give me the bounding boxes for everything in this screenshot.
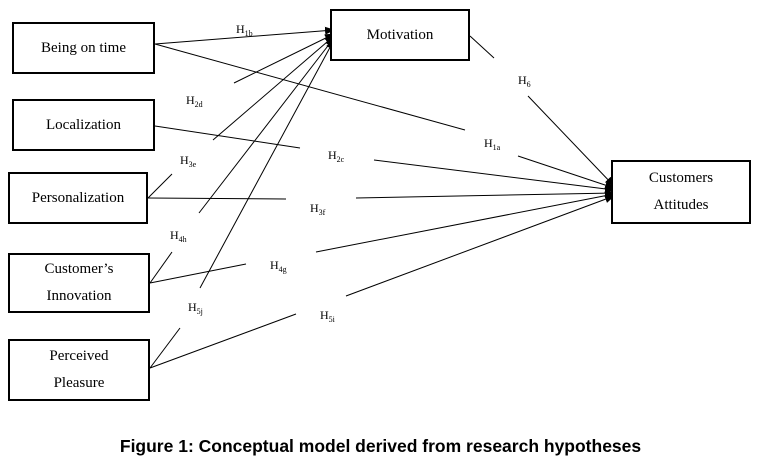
figure-caption: Figure 1: Conceptual model derived from … [119, 436, 642, 456]
hypothesis-arrows [147, 26, 615, 369]
node-customers-attitudes-line-1: Customers [648, 170, 714, 186]
arrow-h5i [149, 313, 297, 369]
label-h1a: H1a [484, 136, 501, 152]
label-h5i: H5i [320, 308, 335, 324]
arrow-h4g [315, 191, 615, 253]
label-h3e: H3e [180, 153, 197, 169]
arrow-h3e [212, 35, 335, 141]
node-customers-attitudes: Customers Attitudes [611, 160, 751, 224]
arrow-h1a [154, 43, 466, 131]
arrow-h4h [149, 251, 173, 284]
node-customers-attitudes-line-2: Attitudes [653, 197, 709, 213]
arrow-h6 [469, 35, 495, 59]
node-perceived-pleasure-line-1: Perceived [49, 348, 109, 364]
node-customers-innovation: Customer’s Innovation [8, 253, 150, 313]
arrow-h3f [147, 197, 287, 200]
label-h3f: H3f [310, 201, 326, 217]
label-h2d: H2d [186, 93, 203, 109]
arrow-h6 [527, 95, 615, 187]
node-motivation-label: Motivation [366, 26, 434, 43]
arrow-h3f [355, 189, 615, 199]
label-h4h: H4h [170, 228, 187, 244]
node-personalization: Personalization [8, 172, 148, 224]
arrow-h5i [345, 195, 615, 297]
arrow-h1b [154, 26, 335, 45]
arrow-h1a [517, 155, 615, 189]
label-h2c: H2c [328, 148, 345, 164]
label-h1b: H1b [236, 22, 253, 38]
arrow-h3e [147, 173, 173, 199]
node-localization-label: Localization [46, 116, 121, 133]
arrow-h5j [149, 327, 181, 369]
label-h6: H6 [518, 73, 531, 89]
node-localization: Localization [12, 99, 155, 151]
node-being-on-time-label: Being on time [41, 39, 126, 56]
arrow-h2c [154, 125, 301, 149]
node-being-on-time: Being on time [12, 22, 155, 74]
node-customers-innovation-line-1: Customer’s [44, 261, 114, 277]
arrow-h5j [199, 39, 335, 289]
arrow-h2c [373, 159, 615, 193]
arrow-h4h [198, 37, 335, 214]
label-h4g: H4g [270, 258, 287, 274]
arrow-h2d [233, 33, 335, 84]
node-perceived-pleasure: Perceived Pleasure [8, 339, 150, 401]
node-customers-innovation-line-2: Innovation [46, 288, 112, 304]
arrow-h4g [149, 263, 247, 284]
node-perceived-pleasure-line-2: Pleasure [53, 375, 105, 391]
node-personalization-label: Personalization [31, 189, 125, 206]
node-motivation: Motivation [330, 9, 470, 61]
label-h5j: H5j [188, 300, 203, 316]
